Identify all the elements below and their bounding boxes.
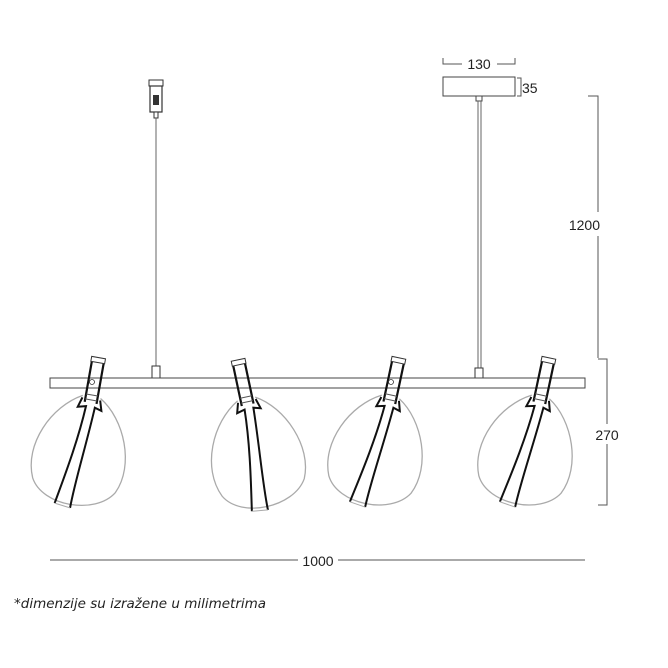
- left-hook: [148, 79, 164, 379]
- horizontal-bar: [49, 377, 586, 389]
- right-cable: [474, 101, 484, 379]
- total-length-dimension: 1000: [50, 553, 585, 569]
- shade-2: [189, 349, 315, 521]
- shade-3: [318, 346, 444, 518]
- lamp-height-dimension: 270: [595, 358, 619, 506]
- suspension-height-dimension: 1200: [569, 95, 600, 358]
- canopy-width-dimension: 130: [442, 56, 516, 72]
- canopy: [442, 76, 516, 102]
- canopy-height-dimension: 35: [517, 77, 538, 97]
- canopy-height-label: 35: [522, 80, 538, 96]
- suspension-height-label: 1200: [569, 217, 600, 233]
- lamp-height-label: 270: [595, 427, 619, 443]
- shade-1: [23, 348, 144, 518]
- canopy-width-label: 130: [467, 56, 491, 72]
- units-note: *dimenzije su izražene u milimetrima: [14, 596, 267, 612]
- shade-4: [468, 346, 594, 518]
- total-length-label: 1000: [302, 553, 333, 569]
